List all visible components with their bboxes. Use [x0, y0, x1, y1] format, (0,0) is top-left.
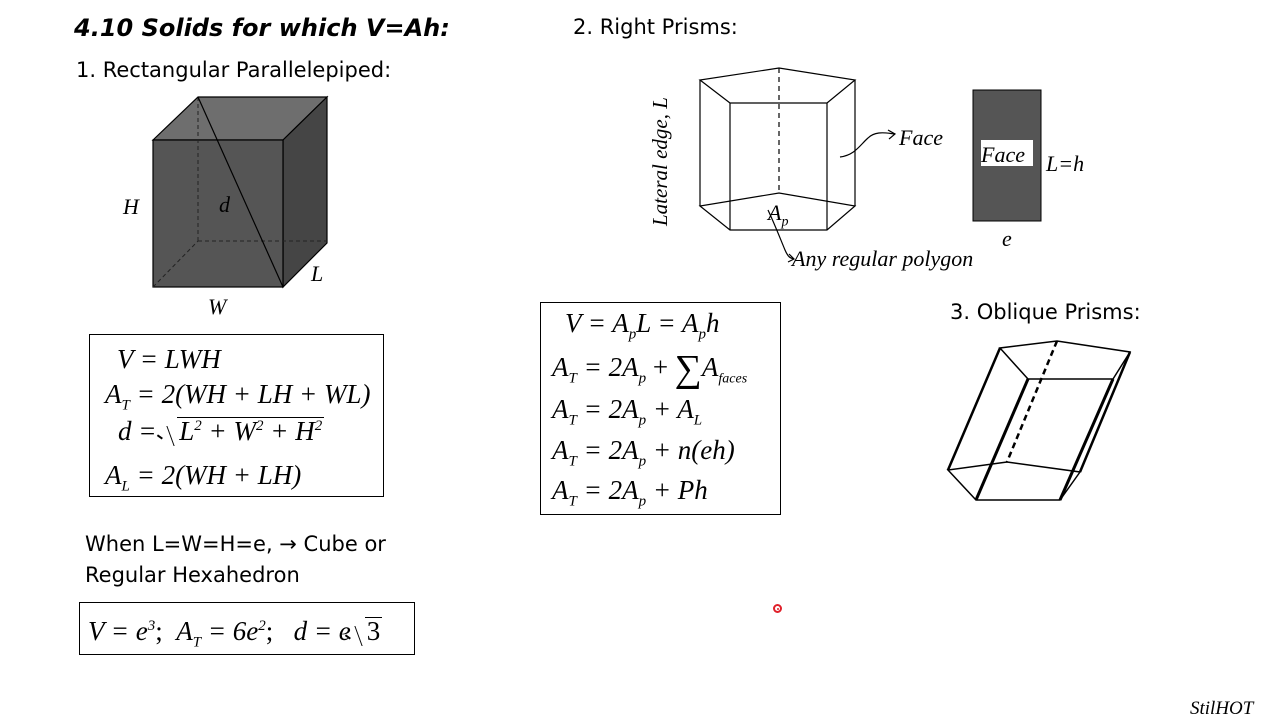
- formula-total-area: AT = 2(WH + LH + WL): [105, 379, 371, 414]
- label-l-equals-h: L=h: [1046, 151, 1085, 176]
- label-any-regular-polygon: Any regular polygon: [792, 246, 974, 271]
- label-ap: Ap: [768, 200, 789, 230]
- prism-formula-area-faces: AT = 2Ap + ∑Afaces: [552, 348, 748, 390]
- oblique-prism-diagram: [946, 340, 1132, 501]
- cursor-indicator: [773, 604, 782, 613]
- prism-bottom-face: [698, 192, 857, 231]
- prism-formula-area-ph: AT = 2Ap + Ph: [552, 475, 708, 510]
- label-d: d: [219, 192, 230, 217]
- section-rectangular-parallelepiped: 1. Rectangular Parallelepiped:: [76, 58, 392, 82]
- label-w: W: [208, 294, 227, 319]
- right-prism-diagram: [698, 67, 1042, 263]
- formula-diagonal: d = L2 + W2 + H2: [118, 416, 325, 446]
- diagonal-d: [197, 96, 284, 288]
- cube-note-line1: When L=W=H=e, → Cube or: [85, 532, 386, 556]
- section-right-prisms: 2. Right Prisms:: [573, 15, 738, 39]
- face-arrow: [839, 132, 896, 158]
- prism-formula-volume: V = ApL = Aph: [565, 308, 720, 343]
- face-rectangle-label-bg: [981, 140, 1033, 166]
- watermark-signature: StilHOT: [1190, 698, 1254, 719]
- box-front-face: [152, 139, 284, 288]
- section-oblique-prisms: 3. Oblique Prisms:: [950, 300, 1141, 324]
- label-e: e: [1002, 226, 1012, 251]
- formula-volume: V = LWH: [117, 344, 221, 374]
- prism-formula-area-neh: AT = 2Ap + n(eh): [552, 435, 735, 470]
- cube-formula-box: [79, 602, 415, 655]
- parallelepiped-diagram: [151, 95, 329, 289]
- polygon-arrow: [767, 209, 795, 260]
- label-l: L: [311, 261, 324, 286]
- formula-lateral-area: AL = 2(WH + LH): [105, 460, 302, 495]
- page-title: 4.10 Solids for which V=Ah:: [74, 14, 450, 42]
- prism-formula-area-lateral: AT = 2Ap + AL: [552, 394, 703, 429]
- label-face: Face: [899, 125, 943, 150]
- label-h: H: [123, 194, 139, 219]
- oblique-bottom-face: [946, 461, 1082, 501]
- oblique-top-face: [998, 340, 1132, 380]
- label-lateral-edge: Lateral edge, L: [648, 97, 672, 226]
- prism-formula-box: [540, 302, 781, 515]
- cube-note-line2: Regular Hexahedron: [85, 563, 300, 587]
- prism-top-face: [698, 67, 857, 104]
- parallelepiped-formula-box: [89, 334, 384, 497]
- label-face-rect: Face: [981, 142, 1025, 167]
- hidden-edge: [152, 240, 199, 288]
